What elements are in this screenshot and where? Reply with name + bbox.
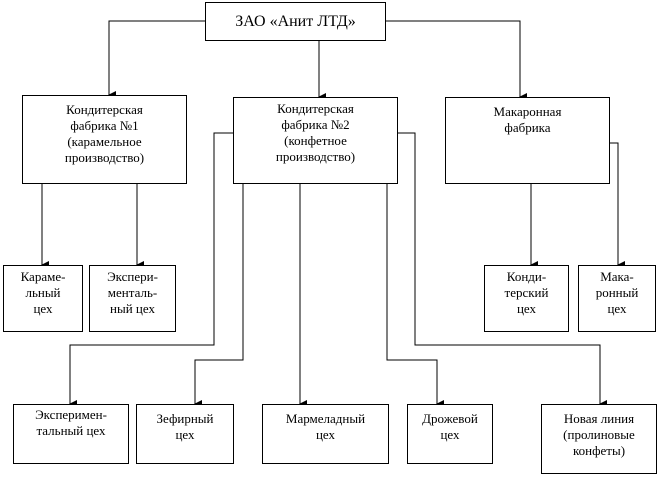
box-label: менталь-	[107, 285, 158, 300]
arrow-root-to-factory1	[108, 20, 205, 99]
box-label: Новая линия	[563, 411, 635, 426]
box-label: тальный цех	[36, 423, 106, 438]
box-label: фабрика №2	[281, 117, 350, 132]
box-label: цех	[175, 427, 195, 442]
box-label: цех	[516, 301, 537, 316]
box-label: производство)	[64, 150, 145, 165]
box-label: цех	[607, 301, 627, 316]
box-label: Карамe-	[20, 269, 66, 284]
arrow-root-to-factory3	[385, 20, 527, 101]
arrow-f2-experimental	[69, 132, 233, 408]
arrow-f2-newline	[397, 132, 607, 408]
arrow-f3-pasta	[609, 142, 625, 269]
box-label: цех	[33, 301, 53, 316]
box-label: Зефирный	[156, 411, 214, 426]
box-label: Макаронная	[493, 104, 562, 119]
arrow-f2-yeast	[386, 183, 444, 408]
box-label: ронный	[595, 285, 639, 300]
box-label: льный	[25, 285, 61, 300]
box-label: Экспери-	[107, 269, 158, 284]
box-label: фабрика	[504, 120, 551, 135]
box-label: (карамельное	[67, 134, 142, 149]
arrow-f2-zephyr	[194, 183, 244, 408]
box-label: Мака-	[600, 269, 634, 284]
box-label: конфеты)	[572, 443, 626, 458]
box-label: Кондитерская	[66, 102, 143, 117]
box-label: терский	[504, 285, 549, 300]
box-label: фабрика №1	[70, 118, 139, 133]
root-company-box: ЗАО «Анит ЛТД»	[205, 2, 386, 41]
box-label: (конфетное	[284, 133, 347, 148]
box-label: Кондитерская	[277, 101, 354, 116]
box-label: Конди-	[506, 269, 547, 284]
box-label: ЗАО «Анит ЛТД»	[235, 12, 356, 30]
box-label: производство)	[275, 149, 356, 164]
box-label: Мармеладный	[285, 411, 366, 426]
box-label: цех	[315, 427, 336, 442]
experimental-shop-2-box: Эксперимен-тальный цех	[13, 404, 129, 464]
box-label: Эксперимен-	[35, 407, 107, 422]
box-label: ный цех	[110, 301, 155, 316]
experimental-shop-1-box: Экспери-менталь-ный цех	[89, 265, 176, 332]
box-label: (пролиновые	[563, 427, 635, 442]
box-label: Дрожевой	[422, 411, 478, 426]
box-label: цех	[440, 427, 460, 442]
